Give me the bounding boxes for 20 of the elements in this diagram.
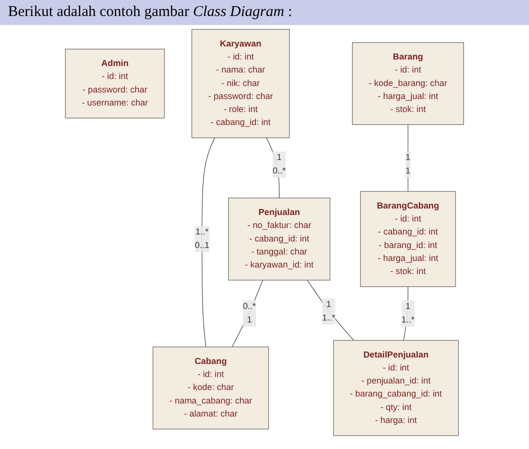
node-box: BarangCabang - id: int - cabang_id: int - barang_id: int - harga_jual: int - stok: int [360,191,456,287]
label: 1 [406,302,410,312]
node-box: Admin - id: int - password: char - username: char [65,48,165,118]
node-box: Cabang - id: int - kode: char - nama_cabang: char - alamat: char [152,346,269,430]
label: 1 [406,153,410,162]
node-box: Penjualan - no_faktur: char - cabang_id: int - tanggal: char - karyawan_id: int [228,198,330,280]
node-box: Barang - id: int - kode_barang: char - harga_jual: int - stok: int [352,42,464,125]
label: 1 [276,153,282,162]
node-box: DetailPenjualan - id: int - penjualan_id: int - barang_cabang_id: int - qty: int - harga: int [333,340,459,436]
node-box: Karyawan - id: int - nama: char - nik: char - password: char - role: int - cabang_id: int [192,29,290,138]
label: 0..* [272,166,286,176]
label: 1 [246,315,252,324]
label: 1 [326,300,332,310]
label: 1..* [401,315,415,324]
label: 1 [406,166,410,176]
label: 0..* [242,302,256,312]
label: 1..* [195,228,209,237]
label: 1..* [322,313,336,323]
label: 0..1 [194,240,210,250]
heading-text: Berikut adalah contoh gambar Class Diagram : [0,0,529,25]
